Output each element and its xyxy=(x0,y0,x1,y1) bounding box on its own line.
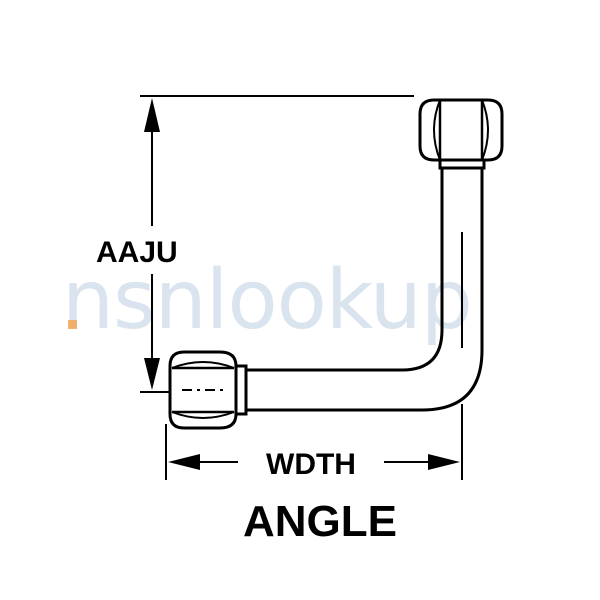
top-nut-chamfer-right xyxy=(481,99,489,161)
left-nut-chamfer-bottom xyxy=(171,411,235,419)
bent-tube xyxy=(242,166,484,412)
tube-outer-wall xyxy=(242,166,484,412)
left-nut-body xyxy=(168,350,238,430)
height-arrow-top xyxy=(144,98,160,132)
width-arrow-left xyxy=(168,454,200,470)
width-arrow-right xyxy=(428,454,460,470)
watermark-accent-dot xyxy=(68,320,77,329)
diagram-caption: ANGLE xyxy=(243,497,397,546)
height-arrow-bottom xyxy=(144,358,160,390)
height-dimension-label: AAJU xyxy=(96,236,178,269)
top-nut-chamfer-left xyxy=(433,99,441,161)
height-dimension xyxy=(140,95,414,393)
left-hex-nut xyxy=(168,350,248,430)
top-hex-nut xyxy=(418,98,504,170)
top-nut-body xyxy=(418,98,504,162)
watermark-text: nsnlookup xyxy=(62,253,472,348)
watermark: nsnlookup xyxy=(62,253,473,348)
tube-inner-wall xyxy=(242,166,444,372)
width-dimension-label: WDTH xyxy=(266,448,356,481)
width-dimension xyxy=(165,404,463,480)
left-nut-chamfer-top xyxy=(171,361,235,369)
